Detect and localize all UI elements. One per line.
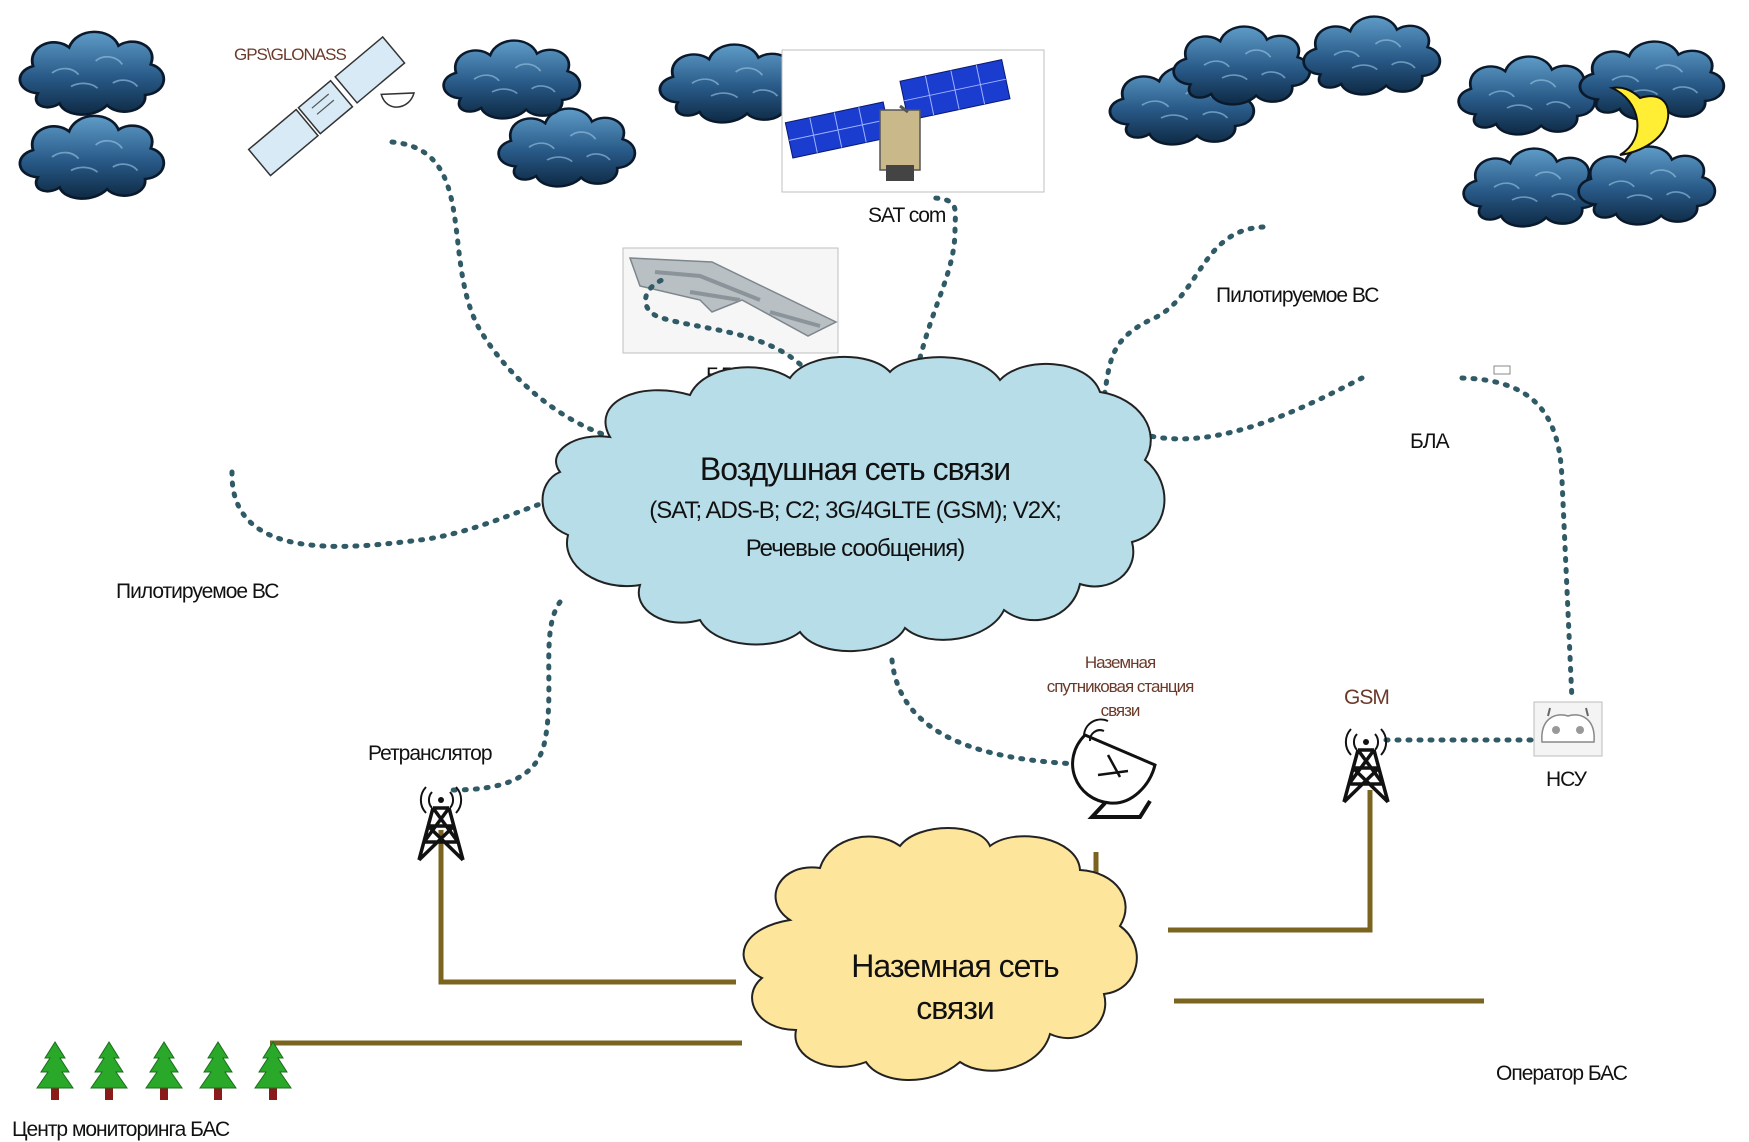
air-network-voice: Речевые сообщения) [746,535,965,562]
comms-satellite-icon [781,49,1045,193]
air-network-title: Воздушная сеть связи [700,451,1010,487]
ground-network-cloud [742,827,1138,1081]
relay-label: Ретранслятор [368,742,492,765]
remote-controller-icon [1533,701,1603,757]
storm-cloud-icon [442,39,806,188]
ground-network-title: Наземная сеть [851,948,1059,984]
gps-label: GPS\GLONASS [234,45,346,64]
storm-cloud-icon [1108,15,1442,146]
ground-station-label: Наземная [1085,653,1156,672]
manned-aircraft-right-label: Пилотируемое ВС [1216,284,1379,307]
ground-network-title-2: связи [916,990,994,1026]
nsu-label: НСУ [1546,768,1588,791]
gsm-label: GSM [1344,686,1389,709]
tree-icon [36,1041,292,1101]
storm-cloud-icon [1457,40,1726,228]
storm-cloud-icon [18,30,166,201]
monitoring-center-label: Центр мониторинга БАС [12,1118,230,1141]
manned-aircraft-left-label: Пилотируемое ВС [116,580,279,603]
radio-tower-icon [1342,727,1390,804]
wireless-links [229,139,1575,793]
moon-icon [1608,86,1670,156]
air-network-cloud [541,356,1166,652]
ground-station-label-3: связи [1101,701,1140,720]
uav-marker [1493,365,1511,375]
air-network-protocols: (SAT; ADS-B; C2; 3G/4GLTE (GSM); V2X; [649,497,1061,524]
satellite-dish-icon [1071,718,1157,819]
gps-satellite-icon [247,35,415,177]
satcom-label: SAT com [868,204,946,227]
ground-station-label-2: спутниковая станция [1047,677,1194,696]
uav-icon [622,247,839,354]
uav-right-label: БЛА [1410,430,1450,453]
operator-label: Оператор БАС [1496,1062,1628,1085]
